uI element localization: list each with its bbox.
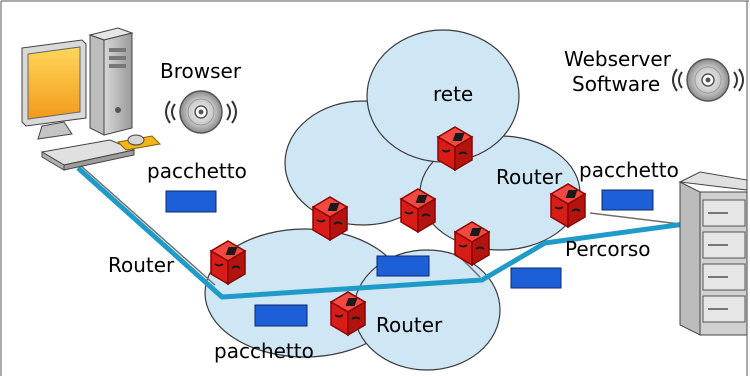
router-icon	[437, 126, 473, 171]
webserver-label-line2: Software	[572, 72, 660, 96]
link-router-to-server	[589, 212, 681, 225]
router-label-left: Router	[108, 253, 175, 277]
packet-label-bottom: pacchetto	[214, 339, 314, 363]
router-icon	[400, 188, 436, 233]
server-rack-icon	[678, 171, 748, 336]
network-label-rete: rete	[433, 82, 473, 106]
packet-top-left	[165, 190, 217, 213]
packet-lower-right	[510, 267, 562, 289]
router-icon	[312, 196, 348, 241]
desktop-computer-icon	[21, 27, 162, 171]
packet-middle	[376, 255, 430, 277]
link-pc-to-router	[79, 164, 216, 286]
webserver-disc-icon	[672, 58, 744, 102]
route-path	[76, 166, 686, 300]
packet-label-top-left: pacchetto	[147, 159, 247, 183]
router-label-right: Router	[496, 165, 563, 189]
router-icon	[210, 240, 246, 285]
route-label-percorso: Percorso	[565, 237, 651, 261]
packet-right	[601, 189, 654, 211]
router-icon	[550, 183, 586, 228]
router-icon	[330, 291, 366, 336]
packet-bottom	[254, 304, 308, 327]
router-label-bottom: Router	[376, 313, 443, 337]
router-icon	[454, 221, 490, 266]
webserver-label-line1: Webserver	[564, 47, 672, 71]
browser-label: Browser	[160, 59, 242, 83]
browser-disc-icon	[165, 90, 237, 134]
packet-label-right: pacchetto	[579, 158, 679, 182]
packets	[165, 189, 654, 327]
